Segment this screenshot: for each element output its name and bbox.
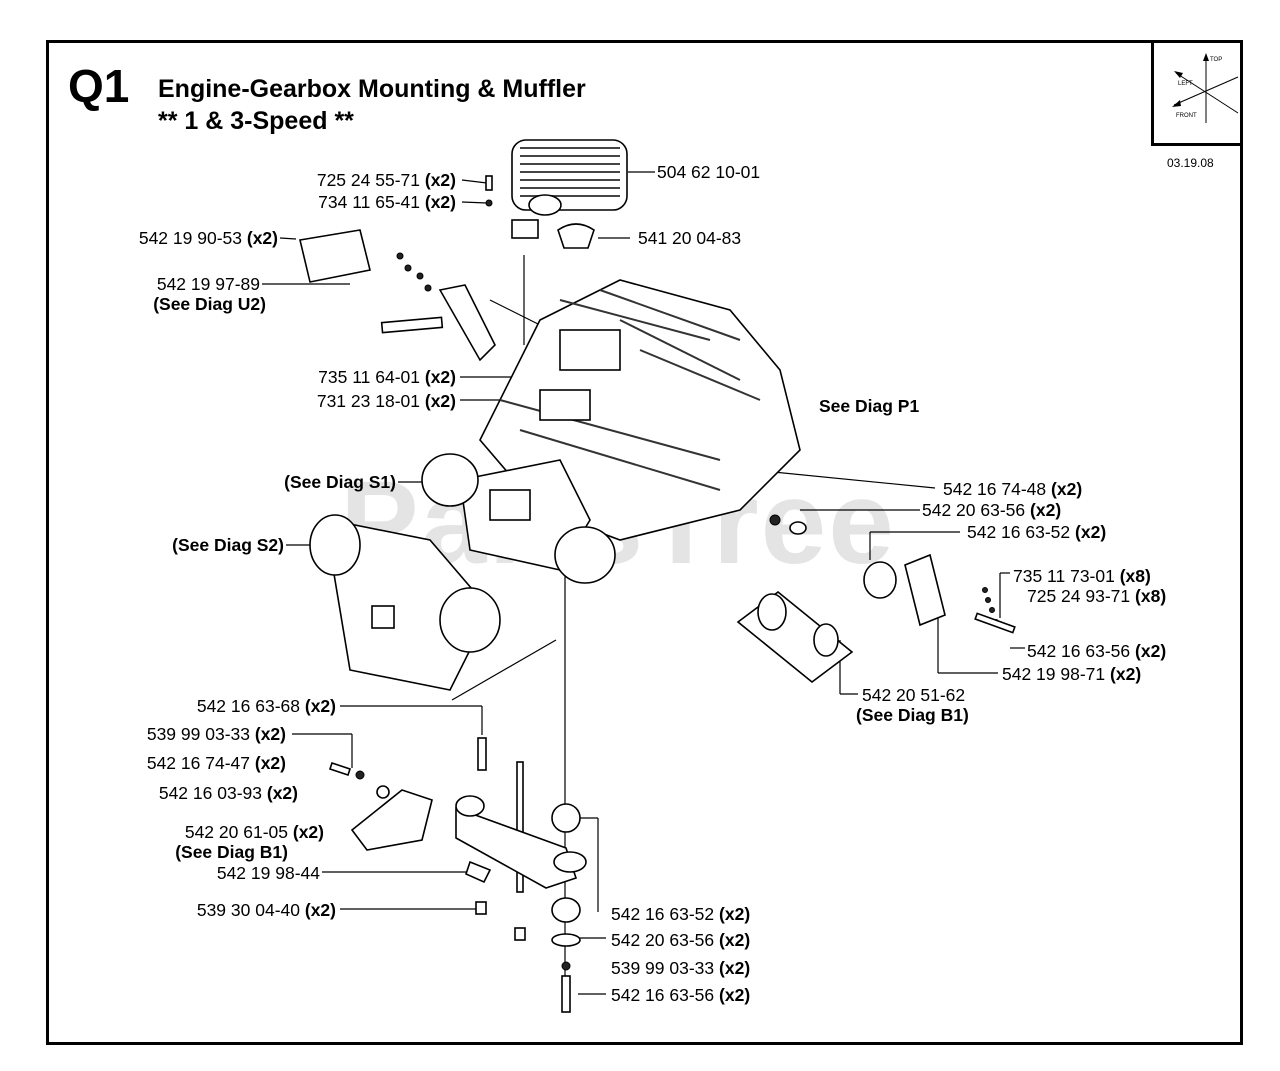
page-code: Q1	[68, 60, 130, 112]
callout-label: 539 99 03-33 (x2)	[146, 724, 286, 744]
lower-bracket-drawing	[328, 737, 587, 1013]
callout-label: 541 20 04-83	[638, 228, 742, 248]
callout-label: 725 24 55-71 (x2)	[316, 170, 456, 190]
callout-label: 542 20 61-05 (x2)	[184, 822, 324, 842]
callout-label: 731 23 18-01 (x2)	[316, 391, 456, 411]
callout-label: 542 16 63-52 (x2)	[967, 522, 1107, 542]
callout-note: (See Diag B1)	[175, 842, 288, 862]
diagram-subtitle: ** 1 & 3-Speed **	[158, 107, 354, 135]
callout-label: 542 16 63-56 (x2)	[1027, 641, 1167, 661]
diagram-title: Engine-Gearbox Mounting & Muffler	[158, 75, 586, 103]
muffler-drawing	[485, 139, 628, 249]
callout-label: 542 19 98-71 (x2)	[1002, 664, 1142, 684]
callout-note: (See Diag U2)	[153, 294, 266, 314]
callout-label: 542 19 97-89	[156, 274, 260, 294]
muffler-bracket-drawing	[299, 229, 529, 405]
orientation-left-label: LEFT	[1178, 81, 1193, 87]
diagram-frame	[46, 40, 1243, 1045]
callout-note: (See Diag S1)	[284, 472, 396, 492]
callout-label: 539 99 03-33 (x2)	[611, 958, 751, 978]
callout-label: 542 20 51-62	[862, 685, 966, 705]
callout-label: 735 11 64-01 (x2)	[318, 367, 456, 387]
orientation-axes-icon: TOP LEFT FRONT	[1172, 53, 1239, 123]
revision-date: 03.19.08	[1167, 156, 1214, 170]
orientation-box: TOP LEFT FRONT	[1151, 43, 1243, 146]
callout-label: 542 16 63-56 (x2)	[611, 985, 751, 1005]
callout-label: 542 19 98-44	[216, 863, 320, 883]
callout-note: See Diag P1	[819, 396, 920, 416]
callout-label: 504 62 10-01	[657, 162, 761, 182]
callout-note: (See Diag B1)	[856, 705, 969, 725]
callout-label: 542 20 63-56 (x2)	[922, 500, 1062, 520]
callout-label: 542 16 74-48 (x2)	[943, 479, 1083, 499]
callout-label: 542 16 03-93 (x2)	[158, 783, 298, 803]
callout-label: 725 24 93-71 (x8)	[1027, 586, 1167, 606]
callout-label: 542 16 63-68 (x2)	[196, 696, 336, 716]
callout-label: 734 11 65-41 (x2)	[318, 192, 456, 212]
orientation-top-label: TOP	[1210, 57, 1222, 63]
callout-label: 542 16 74-47 (x2)	[146, 753, 286, 773]
gearbox-drawing	[421, 453, 616, 584]
transmission-drawing	[309, 514, 501, 691]
callout-label: 539 30 04-40 (x2)	[196, 900, 336, 920]
callout-label: 735 11 73-01 (x8)	[1013, 566, 1151, 586]
callout-label: 542 20 63-56 (x2)	[611, 930, 751, 950]
callout-label: 542 16 63-52 (x2)	[611, 904, 751, 924]
pulley-mount-drawing	[736, 514, 1016, 684]
callout-note: (See Diag S2)	[172, 535, 284, 555]
orientation-front-label: FRONT	[1176, 113, 1197, 119]
callout-label: 542 19 90-53 (x2)	[138, 228, 278, 248]
